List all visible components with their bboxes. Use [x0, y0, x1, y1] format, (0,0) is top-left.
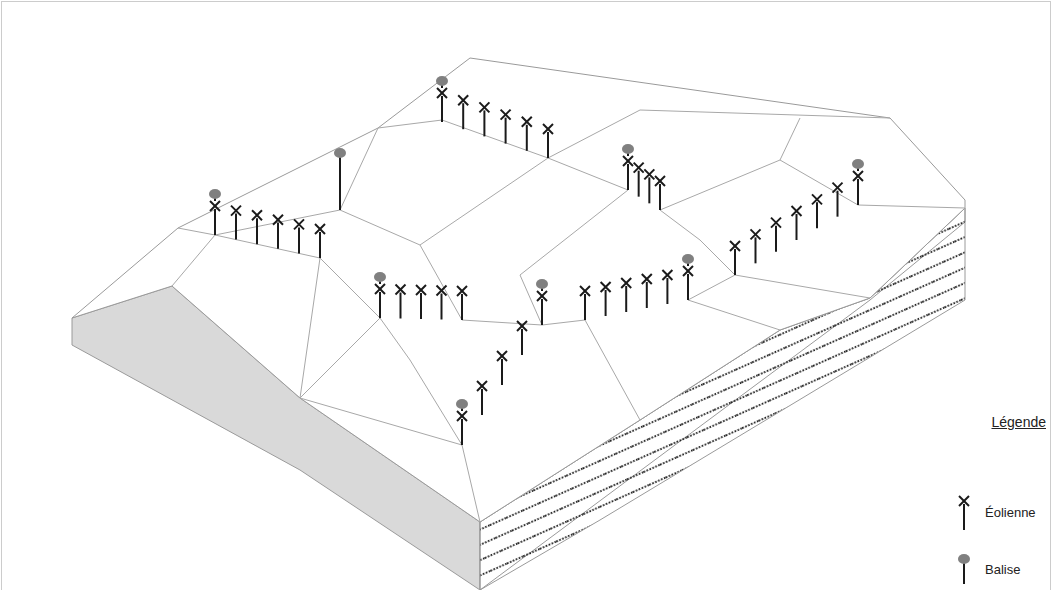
wind-turbine — [537, 291, 547, 325]
beacon — [456, 399, 468, 411]
legend-entry: Balise — [985, 562, 1020, 577]
top-surface — [72, 58, 965, 522]
wind-turbine — [644, 169, 654, 203]
wind-turbine — [437, 88, 447, 122]
wind-turbine — [771, 218, 781, 252]
beacon — [958, 554, 970, 584]
wind-turbine — [683, 266, 693, 300]
wind-turbine — [457, 286, 467, 320]
beacon — [436, 76, 448, 88]
beacon — [536, 279, 548, 291]
wind-turbine — [833, 183, 843, 217]
wind-turbine — [601, 282, 611, 316]
wind-turbine — [634, 163, 644, 197]
wind-turbine — [792, 206, 802, 240]
wind-turbine — [623, 156, 633, 190]
wind-turbine — [543, 124, 553, 158]
beacon — [374, 272, 386, 284]
wind-turbine — [959, 496, 969, 530]
wind-turbine — [621, 278, 631, 312]
wind-turbine — [396, 285, 406, 319]
beacon — [334, 148, 346, 210]
wind-turbine — [231, 206, 241, 240]
wind-turbine — [522, 117, 532, 151]
wind-turbine — [751, 229, 761, 263]
legend-icons — [958, 496, 970, 584]
wind-turbine — [580, 286, 590, 320]
wind-turbine — [853, 171, 863, 205]
turbine-rows — [209, 76, 864, 445]
wind-turbine — [437, 286, 447, 320]
wind-turbine — [457, 411, 467, 445]
wind-turbine — [210, 201, 220, 235]
wind-turbine — [416, 285, 426, 319]
wind-turbine — [812, 194, 822, 228]
wind-turbine — [479, 102, 489, 136]
facet-lines — [172, 110, 965, 522]
wind-turbine — [375, 284, 385, 318]
legend-entry: Éolienne — [985, 505, 1036, 520]
beacon — [682, 254, 694, 266]
wind-turbine — [273, 215, 283, 249]
wind-turbine — [315, 224, 325, 258]
wind-turbine — [662, 270, 672, 304]
wind-turbine — [517, 321, 527, 355]
legend-title: Légende — [991, 414, 1046, 430]
wind-turbine — [294, 219, 304, 253]
wind-turbine — [458, 95, 468, 129]
wind-turbine — [642, 274, 652, 308]
beacon — [209, 189, 221, 201]
beacon — [852, 159, 864, 171]
wind-turbine — [730, 241, 740, 275]
wind-turbine — [252, 210, 262, 244]
wind-turbine — [501, 110, 511, 144]
wind-turbine — [655, 176, 665, 210]
wind-turbine — [477, 381, 487, 415]
wind-turbine — [497, 351, 507, 385]
beacon — [622, 144, 634, 156]
